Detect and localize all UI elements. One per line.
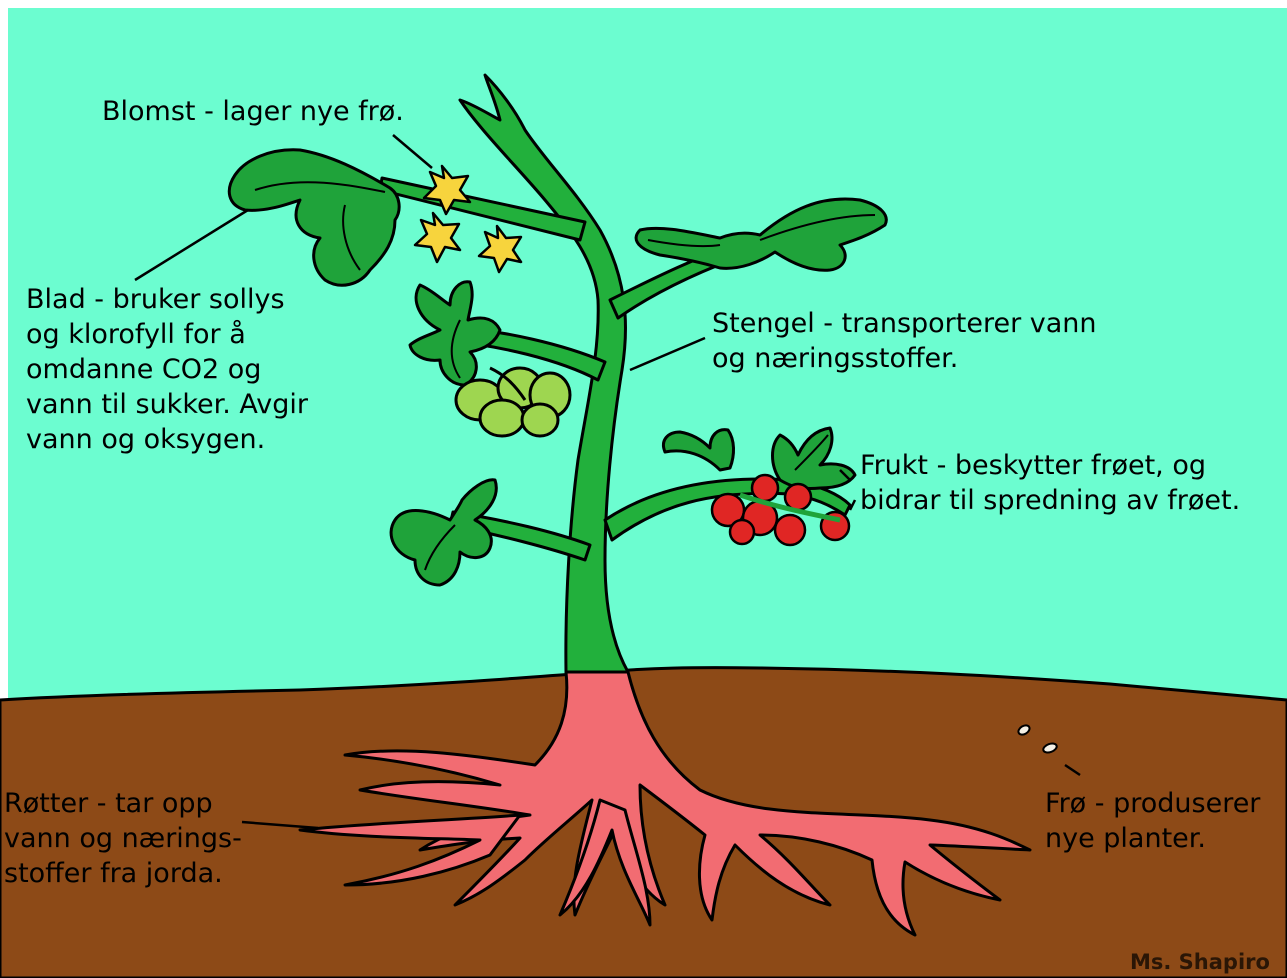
label-blad-line: vann og oksygen. <box>26 422 308 457</box>
label-blad-line: vann til sukker. Avgir <box>26 387 308 422</box>
label-frukt-line: bidrar til spredning av frøet. <box>860 483 1240 518</box>
tomato-icon <box>775 515 805 545</box>
label-rotter-line: Røtter - tar opp <box>4 786 242 821</box>
green-tomato-icon <box>522 404 558 436</box>
label-frukt: Frukt - beskytter frøet, og bidrar til s… <box>860 448 1240 518</box>
tomato-icon <box>752 475 778 501</box>
tomato-icon <box>730 520 754 544</box>
label-rotter-line: vann og nærings- <box>4 821 242 856</box>
label-blad-line: og klorofyll for å <box>26 317 308 352</box>
label-blad: Blad - bruker sollys og klorofyll for å … <box>26 282 308 457</box>
label-fro: Frø - produserer nye planter. <box>1045 786 1260 856</box>
author-credit: Ms. Shapiro <box>1130 950 1270 974</box>
label-frukt-line: Frukt - beskytter frøet, og <box>860 448 1240 483</box>
label-stengel: Stengel - transporterer vann og næringss… <box>712 306 1097 376</box>
tomato-icon <box>785 484 811 510</box>
label-fro-line: Frø - produserer <box>1045 786 1260 821</box>
label-rotter: Røtter - tar opp vann og nærings- stoffe… <box>4 786 242 891</box>
label-blomst: Blomst - lager nye frø. <box>102 94 404 129</box>
label-rotter-line: stoffer fra jorda. <box>4 856 242 891</box>
label-fro-line: nye planter. <box>1045 821 1260 856</box>
label-blad-line: omdanne CO2 og <box>26 352 308 387</box>
label-blad-line: Blad - bruker sollys <box>26 282 308 317</box>
label-blomst-line: Blomst - lager nye frø. <box>102 94 404 129</box>
green-tomato-icon <box>480 400 524 436</box>
top-border <box>0 0 1287 8</box>
label-stengel-line: og næringsstoffer. <box>712 341 1097 376</box>
label-stengel-line: Stengel - transporterer vann <box>712 306 1097 341</box>
